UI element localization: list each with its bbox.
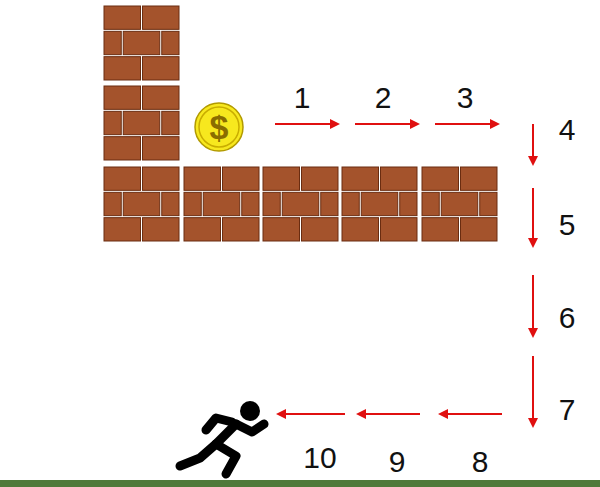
brick [123, 31, 160, 54]
step-number: 7 [559, 395, 576, 425]
step-number: 2 [375, 83, 392, 113]
brick [104, 57, 141, 80]
move-arrow [532, 124, 534, 164]
brick [104, 218, 141, 241]
brick [263, 192, 280, 215]
brick [461, 218, 498, 241]
brick [422, 167, 459, 190]
brick [461, 167, 498, 190]
step-number: 5 [559, 210, 576, 240]
brick [143, 218, 180, 241]
brick [184, 218, 221, 241]
brick [104, 192, 121, 215]
brick [422, 218, 459, 241]
move-arrow [278, 413, 345, 415]
brick [203, 192, 240, 215]
step-number: 1 [294, 83, 311, 113]
ground-line [0, 480, 600, 487]
brick [162, 192, 179, 215]
step-number: 4 [559, 115, 576, 145]
brick [342, 167, 379, 190]
brick [104, 86, 141, 109]
brick [104, 111, 121, 134]
step-number: 8 [472, 447, 489, 477]
brick [123, 192, 160, 215]
brick [123, 111, 160, 134]
brick [342, 218, 379, 241]
move-arrow [435, 123, 498, 125]
brick [242, 192, 259, 215]
step-number: 3 [457, 83, 474, 113]
brick [162, 31, 179, 54]
move-arrow [440, 413, 502, 415]
move-arrow [532, 275, 534, 336]
brick [342, 192, 359, 215]
step-number: 9 [389, 447, 406, 477]
brick [143, 86, 180, 109]
brick [104, 167, 141, 190]
brick [104, 6, 141, 29]
brick-wall [104, 6, 497, 241]
brick [104, 31, 121, 54]
coin-rim [195, 103, 243, 151]
move-arrow [355, 123, 418, 125]
brick [223, 167, 260, 190]
brick [282, 192, 319, 215]
brick [263, 218, 300, 241]
step-number: 6 [559, 303, 576, 333]
coin-symbol: $ [194, 102, 244, 152]
brick [302, 218, 339, 241]
coin: $ [194, 102, 244, 152]
brick [143, 6, 180, 29]
brick [162, 111, 179, 134]
brick [143, 57, 180, 80]
brick [361, 192, 398, 215]
brick [302, 167, 339, 190]
brick [143, 167, 180, 190]
runner-figure [180, 401, 264, 474]
brick [441, 192, 478, 215]
move-arrow [532, 188, 534, 246]
brick [184, 167, 221, 190]
step-number: 10 [303, 443, 336, 473]
brick [400, 192, 417, 215]
brick [184, 192, 201, 215]
move-arrow [358, 413, 420, 415]
move-arrow [275, 123, 338, 125]
brick [143, 137, 180, 160]
brick [104, 137, 141, 160]
brick [381, 167, 418, 190]
path-arrows [275, 124, 533, 426]
brick [422, 192, 439, 215]
move-arrow [532, 356, 534, 426]
brick [381, 218, 418, 241]
brick [321, 192, 338, 215]
brick [223, 218, 260, 241]
brick [263, 167, 300, 190]
brick [480, 192, 497, 215]
